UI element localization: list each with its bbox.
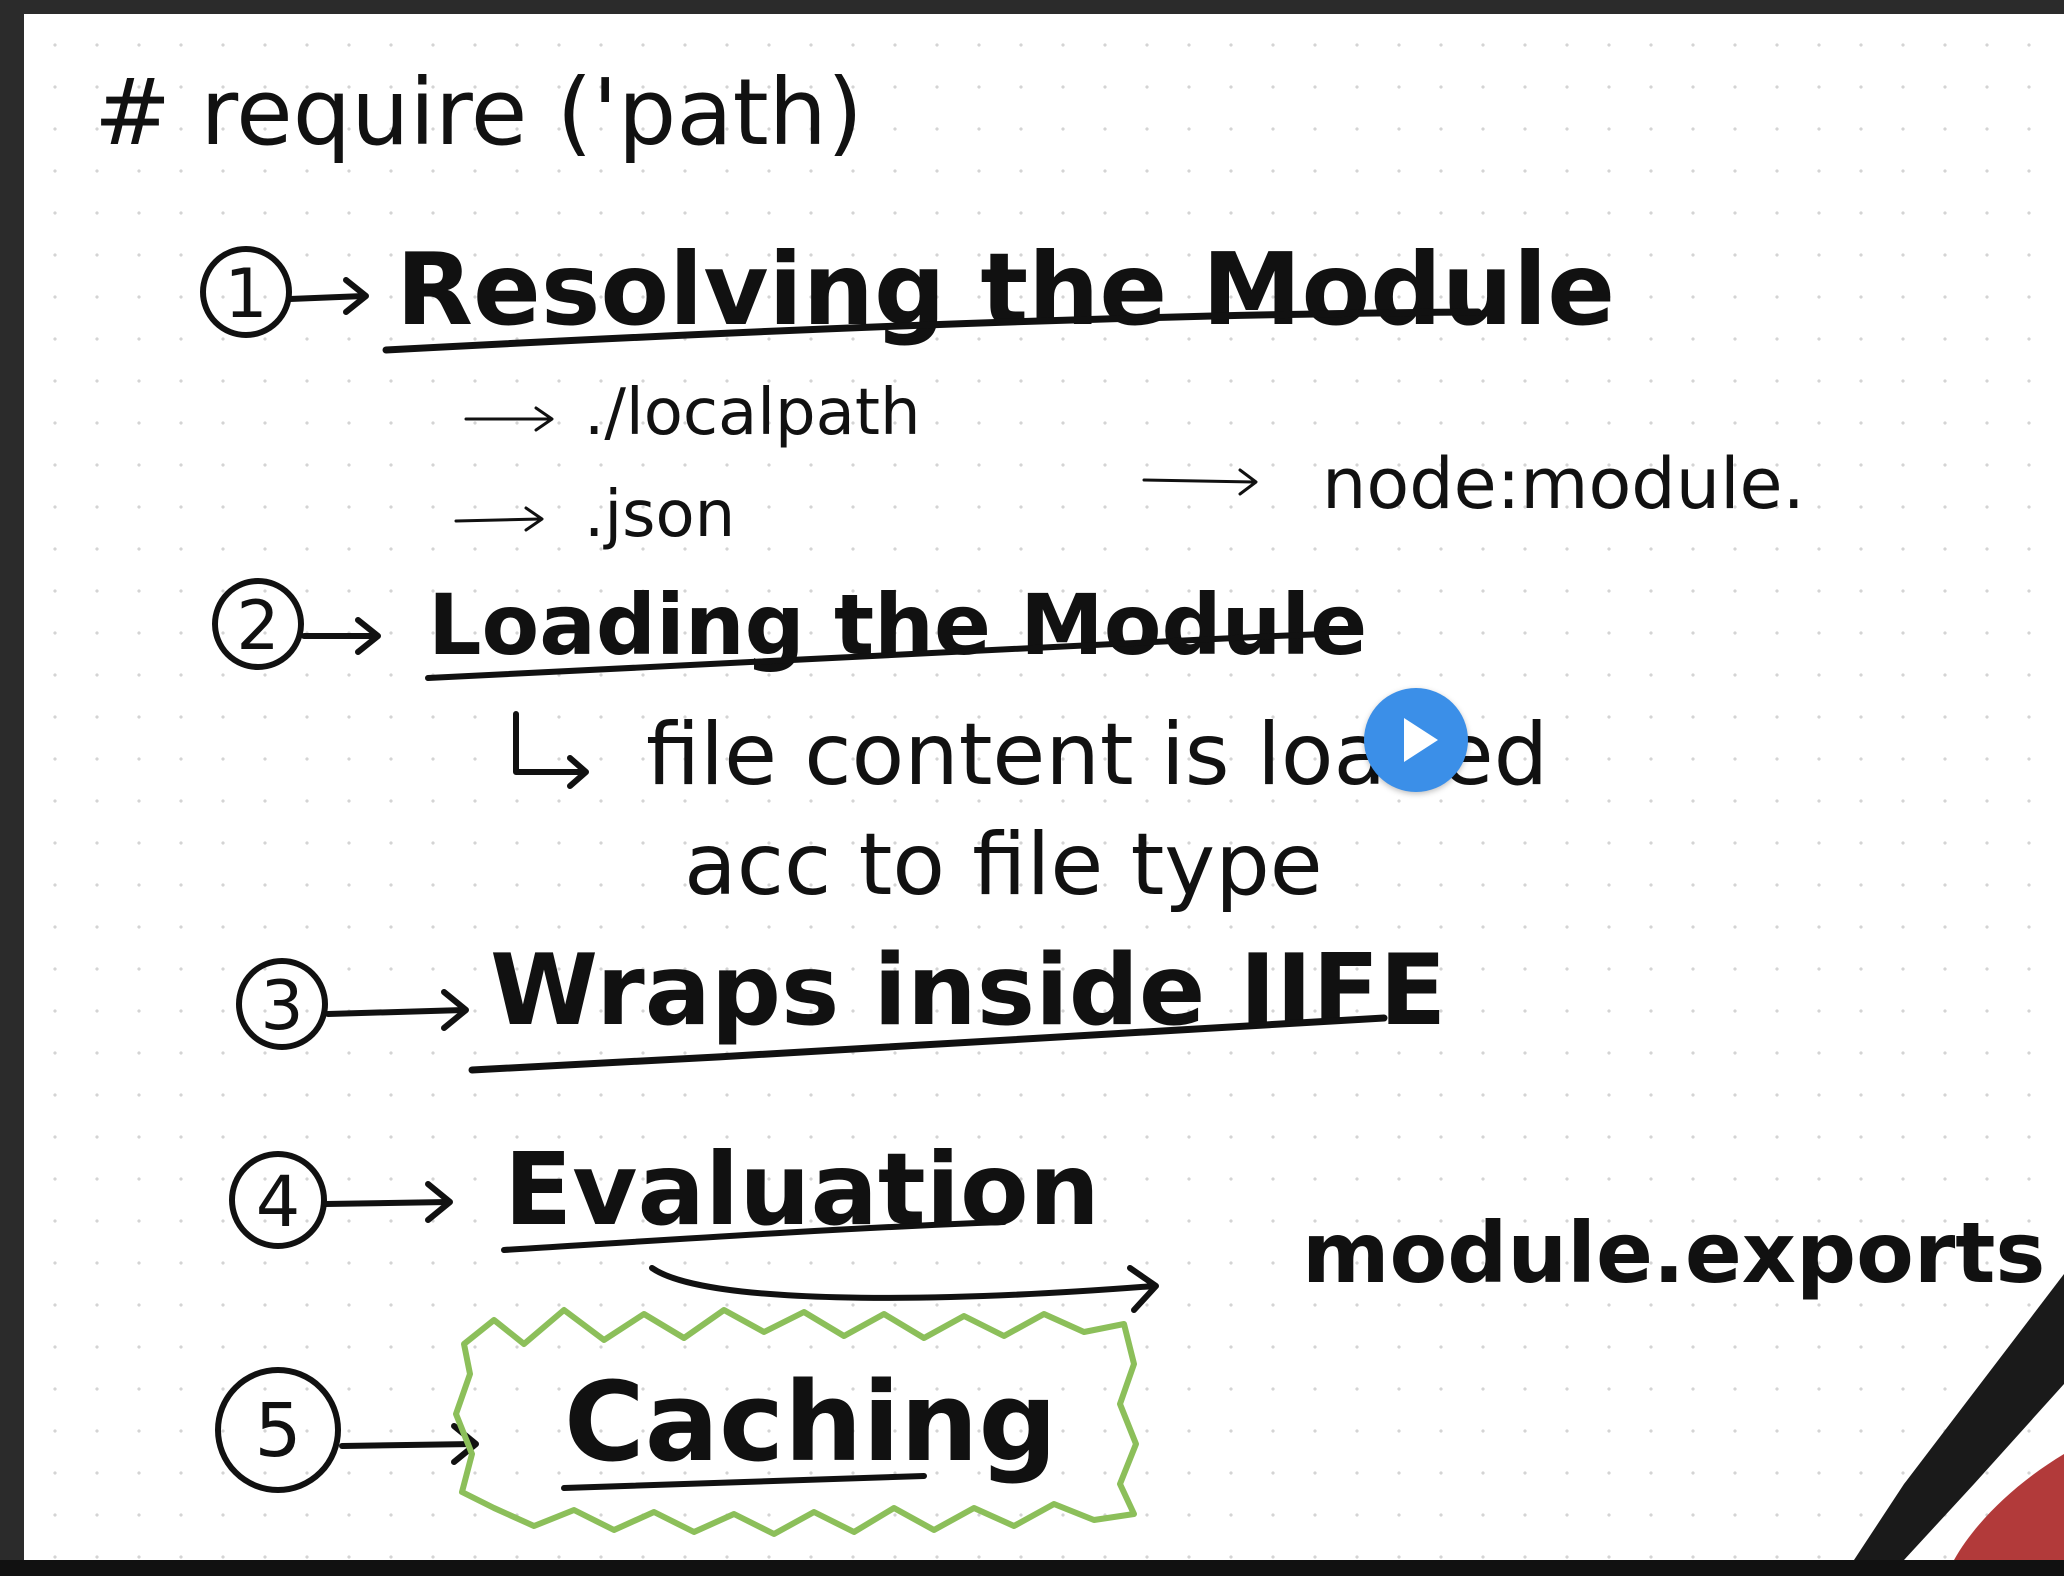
arrow-right-icon <box>454 506 544 532</box>
title-underline <box>382 308 1482 354</box>
title-underline <box>425 631 1327 681</box>
step-1: 1 Resolving the Module <box>200 231 1615 354</box>
whiteboard-drawing: # require ('path) 1 Resolving the Module <box>94 59 2064 1560</box>
step-number-circle <box>236 958 328 1050</box>
resolve-notes: ./localpath .json node:module. <box>454 376 1805 552</box>
whiteboard: # require ('path) 1 Resolving the Module <box>24 14 2064 1560</box>
note-local-path: ./localpath <box>584 376 921 450</box>
step-title: Evaluation <box>504 1131 1100 1248</box>
step-2: 2 Loading the Module <box>212 576 1367 681</box>
loading-note-line2: acc to file type <box>684 815 1323 915</box>
step-title: Resolving the Module <box>396 231 1615 348</box>
step-5: 5 Caching <box>215 1307 1139 1537</box>
step-title: Caching <box>564 1358 1057 1486</box>
step-number: 4 <box>256 1161 301 1243</box>
step-number: 2 <box>236 587 279 666</box>
arrow-right-icon <box>649 1265 1159 1313</box>
step-title: Wraps inside IIFE <box>490 934 1446 1048</box>
arrow-right-icon <box>464 406 554 432</box>
play-icon <box>1404 718 1438 762</box>
step-3: 3 Wraps inside IIFE <box>236 934 1446 1074</box>
heading: # require ('path) <box>94 59 863 166</box>
step-4: 4 Evaluation module.exports <box>229 1131 2045 1313</box>
arrow-right-icon <box>1142 468 1258 496</box>
presenter-pen <box>1854 1274 2064 1560</box>
step-number-circle <box>200 246 292 338</box>
bottom-bar <box>0 1560 2064 1576</box>
step-number: 5 <box>254 1388 301 1474</box>
step-number-circle <box>212 578 304 670</box>
step-number-circle <box>215 1367 341 1493</box>
step-title: Loading the Module <box>428 576 1367 674</box>
arrow-right-icon <box>325 989 469 1031</box>
step-number: 1 <box>224 255 267 334</box>
arrow-right-icon <box>323 1181 453 1223</box>
arrow-right-icon <box>287 277 369 315</box>
evaluation-result: module.exports <box>1302 1204 2045 1302</box>
highlight-scribble <box>453 1307 1139 1537</box>
note-node-module: node:module. <box>1322 443 1805 525</box>
title-underline <box>561 1473 927 1491</box>
step-number-circle <box>229 1151 327 1249</box>
step-number: 3 <box>260 967 303 1046</box>
arrow-right-icon <box>339 1423 479 1465</box>
play-button[interactable] <box>1364 688 1468 792</box>
arrow-right-icon <box>513 711 589 789</box>
title-underline <box>501 1219 1007 1253</box>
title-underline <box>468 1014 1388 1074</box>
arrow-right-icon <box>301 617 381 655</box>
note-json: .json <box>584 478 735 552</box>
